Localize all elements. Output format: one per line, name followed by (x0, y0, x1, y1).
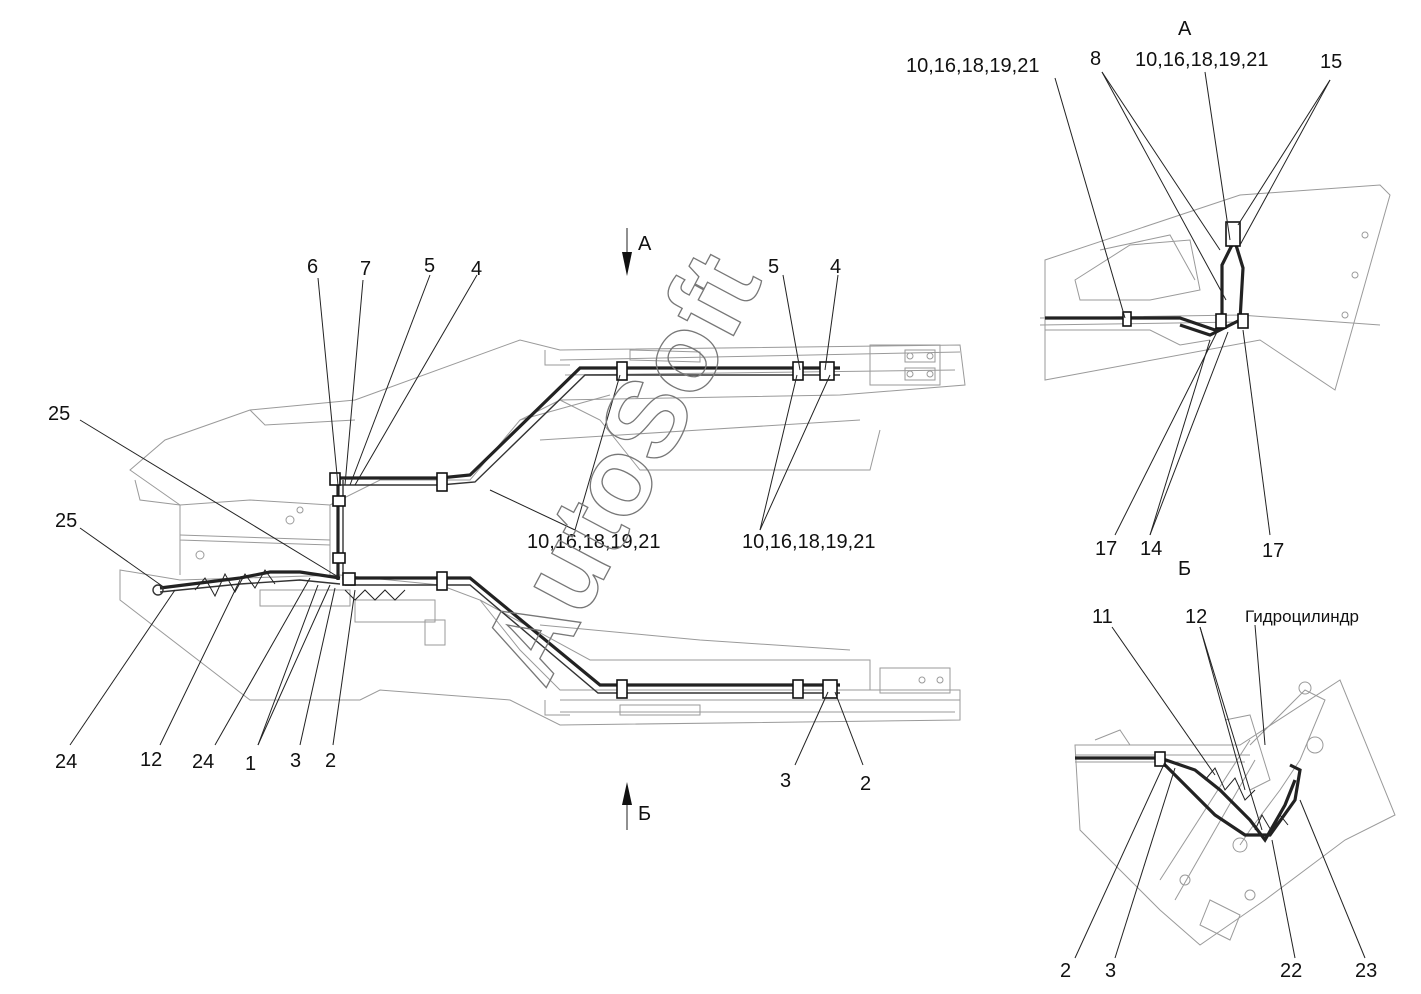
callout-5-left: 5 (424, 255, 435, 277)
callout-25-upper: 25 (48, 403, 70, 425)
main-frame-outline (119, 339, 966, 726)
callout-group-left: 10,16,18,19,21 (527, 531, 660, 553)
view-a-arrow-label: А (638, 233, 652, 255)
main-leaders (69, 228, 864, 830)
view-a-callout-17-left: 17 (1095, 538, 1117, 560)
view-b-detail: Б 11 12 Гидроцилиндр 2 3 22 23 (1060, 558, 1396, 982)
callout-3-left: 3 (290, 750, 301, 772)
watermark: AutoSoft (458, 234, 785, 702)
main-labels: А Б 25 25 6 7 5 4 5 4 10,16,18,19,21 10,… (48, 233, 875, 825)
callout-6: 6 (307, 256, 318, 278)
view-a-callout-group-left: 10,16,18,19,21 (906, 55, 1039, 77)
callout-24-right: 24 (192, 751, 214, 773)
view-b-callout-12: 12 (1185, 606, 1207, 628)
view-b-title: Б (1178, 558, 1191, 580)
view-a-callout-14: 14 (1140, 538, 1162, 560)
callout-3-right: 3 (780, 770, 791, 792)
view-b-cylinder-label: Гидроцилиндр (1245, 607, 1359, 626)
view-a-callout-17-right: 17 (1262, 540, 1284, 562)
callout-2-left: 2 (325, 750, 336, 772)
callout-4-right: 4 (830, 256, 841, 278)
view-a-detail: А 10,16,18,19,21 8 10,16,18,19,21 15 17 … (906, 18, 1391, 562)
view-a-title: А (1178, 18, 1192, 40)
callout-group-right: 10,16,18,19,21 (742, 531, 875, 553)
callout-12: 12 (140, 749, 162, 771)
view-a-callout-8: 8 (1090, 48, 1101, 70)
view-b-callout-3: 3 (1105, 960, 1116, 982)
view-a-callout-group-right: 10,16,18,19,21 (1135, 49, 1268, 71)
main-hoses (152, 361, 840, 699)
callout-7: 7 (360, 258, 371, 280)
callout-24-left: 24 (55, 751, 77, 773)
callout-25-lower: 25 (55, 510, 77, 532)
view-a-callout-15: 15 (1320, 51, 1342, 73)
view-b-arrow-label: Б (638, 803, 651, 825)
callout-5-right: 5 (768, 256, 779, 278)
view-b-callout-11: 11 (1092, 606, 1113, 628)
callout-2-right: 2 (860, 773, 871, 795)
view-b-callout-23: 23 (1355, 960, 1377, 982)
callout-1: 1 (245, 753, 256, 775)
view-b-callout-22: 22 (1280, 960, 1302, 982)
view-b-callout-2: 2 (1060, 960, 1071, 982)
callout-4-left: 4 (471, 258, 482, 280)
